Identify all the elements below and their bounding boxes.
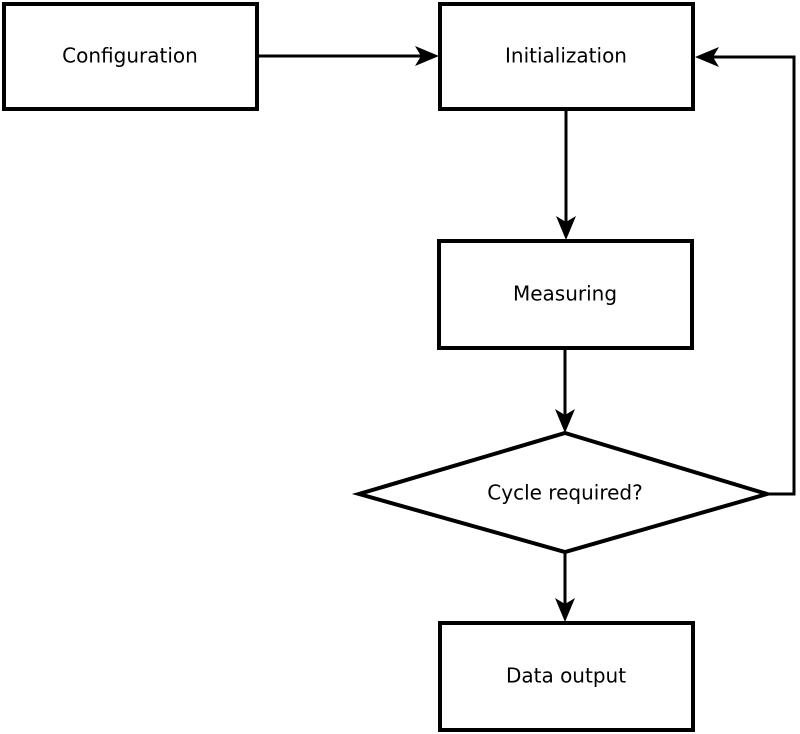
measuring-label: Measuring [513, 282, 617, 306]
data-output-box[interactable] [438, 621, 695, 732]
configuration-box[interactable] [2, 2, 259, 111]
node-data-output[interactable]: Data output [438, 621, 695, 732]
configuration-label: Configuration [62, 44, 198, 68]
data-output-label: Data output [506, 664, 626, 688]
edge-configuration-to-initialization [258, 46, 439, 66]
edge-initialization-to-measuring [556, 109, 576, 240]
arrow-head-down [555, 409, 575, 433]
arrow-head-down [556, 216, 576, 240]
edge-loop-path [709, 55, 796, 496]
node-initialization[interactable]: Initialization [438, 2, 695, 111]
cycle-required-label: Cycle required? [487, 481, 642, 505]
initialization-box[interactable] [438, 2, 695, 111]
initialization-label: Initialization [505, 44, 627, 68]
edge-cycle-required-to-initialization-loop [695, 47, 796, 496]
edge-measuring-to-cycle-required [555, 348, 575, 433]
arrow-head-right [415, 46, 439, 66]
arrow-head-down [555, 598, 575, 622]
node-cycle-required[interactable]: Cycle required? [351, 430, 775, 555]
node-configuration[interactable]: Configuration [2, 2, 259, 111]
arrow-head-left [695, 47, 719, 67]
node-measuring[interactable]: Measuring [437, 239, 694, 350]
edge-cycle-required-to-data-output [555, 551, 575, 622]
